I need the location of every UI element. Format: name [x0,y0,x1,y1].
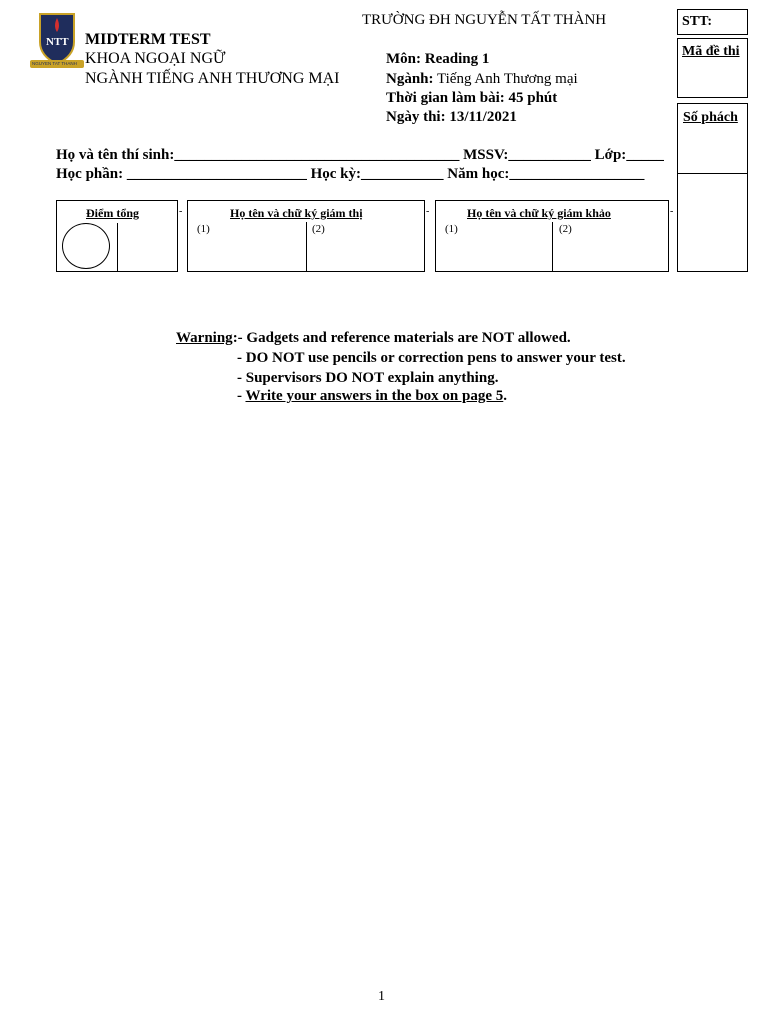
university-name: TRƯỜNG ĐH NGUYỄN TẤT THÀNH [362,12,607,28]
mssv-blank[interactable]: ___________ [508,147,591,163]
warning-label: Warning [176,330,233,346]
student-info-row1: Họ và tên thí sinh:_____________________… [56,147,664,164]
course-label: Học phần: [56,166,124,182]
warning-4-underlined: Write your answers in the box on page 5 [245,388,504,404]
date-line: Ngày thi: 13/11/2021 [386,109,517,126]
warning-line-1: Warning:- Gadgets and reference material… [176,330,571,347]
test-title: MIDTERM TEST [85,31,211,48]
score-circle[interactable] [62,223,110,269]
score-top-divider [57,223,177,224]
course-blank[interactable]: ________________________ [126,166,307,182]
total-score-label: Điểm tổng [86,206,139,220]
examiner-divider [552,222,553,272]
time-label: Thời gian làm bài: [386,90,505,106]
subject-line: Môn: Reading 1 [386,51,489,68]
date-label: Ngày thi: [386,109,446,125]
faculty-name: KHOA NGOẠI NGỮ [85,50,226,67]
supervisor-label: Họ tên và chữ ký giám thị [230,206,363,220]
name-label: Họ và tên thí sinh: [56,147,175,163]
dash-separator: - [179,206,183,217]
subject-label: Môn: [386,51,421,67]
warning-line-4: - Write your answers in the box on page … [237,388,507,405]
supervisor-divider [306,222,307,272]
semester-label: Học kỳ: [310,166,362,182]
examiner-slot-2[interactable]: (2) [559,223,572,235]
dash-separator: - [670,206,674,217]
logo-caption: NGUYEN TAT THANH [32,61,77,66]
score-divider [117,223,118,272]
warning-line-3: - Supervisors DO NOT explain anything. [237,370,499,386]
shield-logo-icon [30,13,84,68]
warning-4-suffix: . [503,388,508,404]
major-line: Ngành: Tiếng Anh Thương mại [386,71,578,88]
examiner-slot-1[interactable]: (1) [445,223,458,235]
year-blank[interactable]: __________________ [509,166,645,182]
time-line: Thời gian làm bài: 45 phút [386,90,557,107]
stt-label: STT: [682,14,713,29]
class-label: Lớp: [594,147,627,163]
date-value: 13/11/2021 [449,109,517,125]
exam-code-label: Mã đề thi [682,44,740,59]
warning-line-2: - DO NOT use pencils or correction pens … [237,350,626,366]
student-info-row2: Học phần: ________________________ Học k… [56,166,644,183]
dash-separator: - [426,206,430,217]
exam-code-box: Mã đề thi [677,38,748,98]
logo-text: NTT [46,36,69,48]
subject-value: Reading 1 [424,51,490,67]
secret-code-label: Số phách [683,110,738,125]
university-logo: NTT NGUYEN TAT THANH [26,12,88,72]
total-score-box: Điểm tổng [56,200,178,272]
secret-code-box: Số phách [677,103,748,272]
warning-text-1: :- Gadgets and reference materials are N… [232,330,571,346]
name-blank[interactable]: ______________________________________ [174,147,460,163]
warning-4-prefix: - [237,388,246,404]
major-label: Ngành: [386,71,434,87]
examiner-box: Họ tên và chữ ký giám khảo (1) (2) [435,200,669,272]
semester-blank[interactable]: ___________ [361,166,444,182]
time-value: 45 phút [508,90,558,106]
supervisor-box: Họ tên và chữ ký giám thị (1) (2) [187,200,425,272]
department-name: NGÀNH TIẾNG ANH THƯƠNG MẠI [85,70,340,87]
mssv-label: MSSV: [463,147,509,163]
stt-box: STT: [677,9,748,35]
examiner-label: Họ tên và chữ ký giám khảo [467,206,611,220]
secret-code-divider [678,173,747,174]
major-value: Tiếng Anh Thương mại [437,71,578,87]
supervisor-slot-1[interactable]: (1) [197,223,210,235]
class-blank[interactable]: _____ [626,147,664,163]
page-number: 1 [378,989,385,1004]
supervisor-slot-2[interactable]: (2) [312,223,325,235]
year-label: Năm học: [447,166,510,182]
